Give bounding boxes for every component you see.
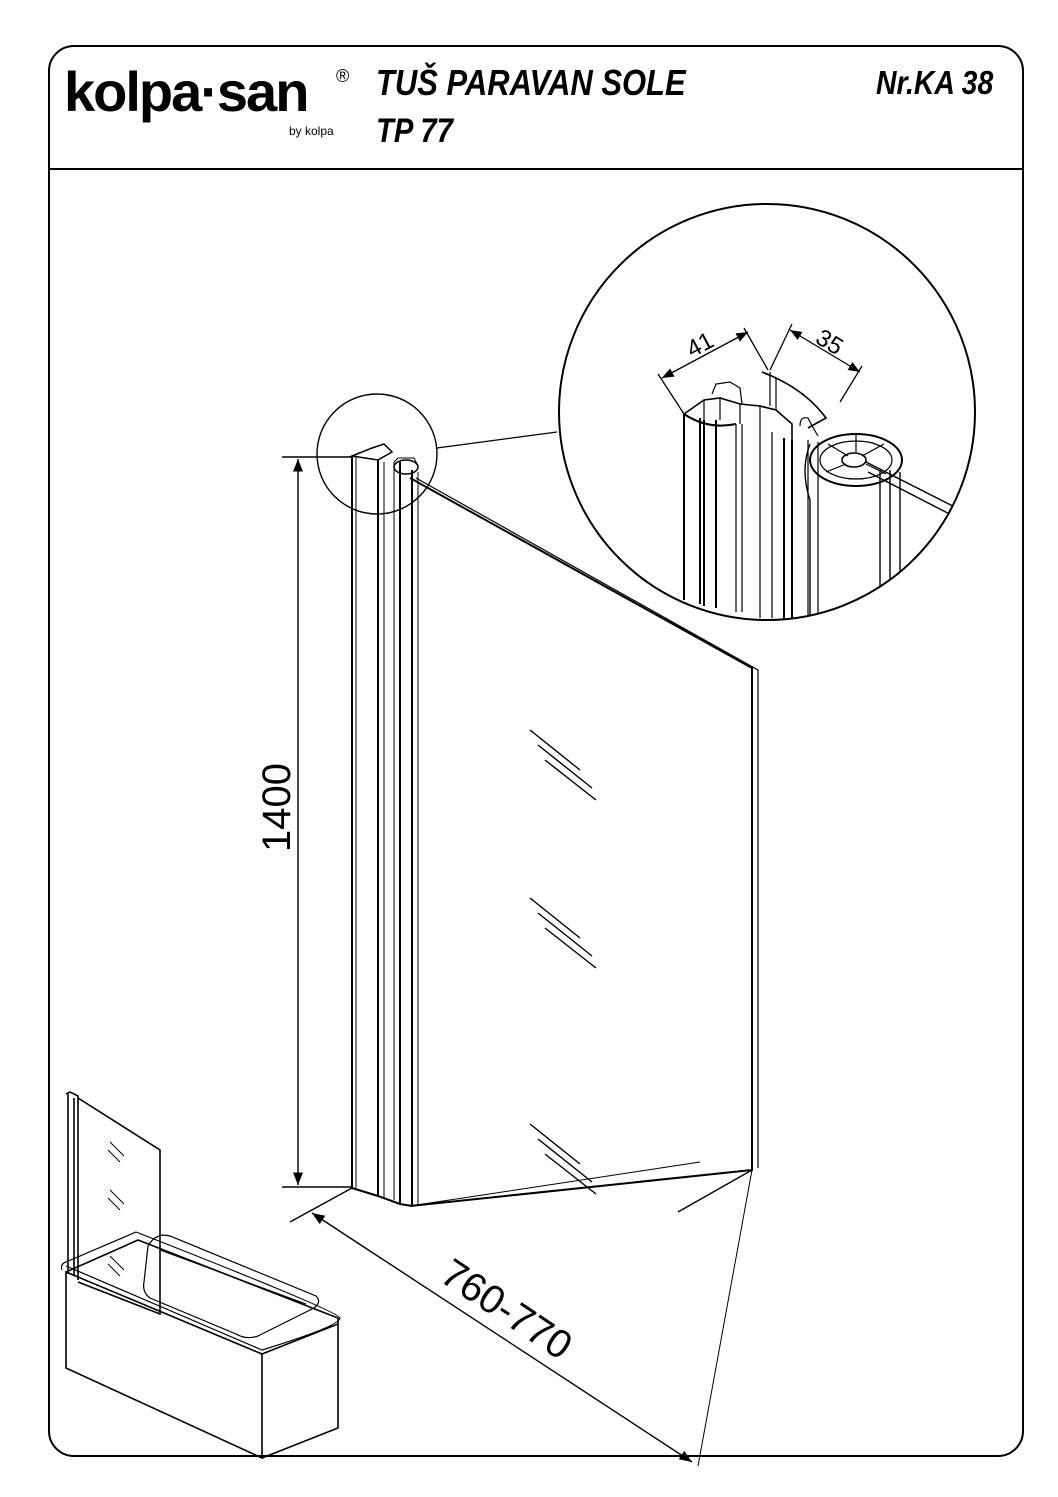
brand-name: kolpa·san [64,60,309,123]
registered-mark: ® [336,66,350,86]
product-code: TP 77 [376,112,453,150]
profile-width-b-label: 35 [811,324,848,361]
width-label: 760-770 [433,1251,580,1369]
height-label: 1400 [255,763,299,852]
product-title: TUŠ PARAVAN SOLE [376,62,686,103]
brand-logo: kolpa·san ® by kolpa [64,60,349,139]
glass-reflection-marks [529,729,597,1195]
profile-dimensions [657,323,863,415]
bathtub-thumbnail [60,1091,341,1460]
glass-panel [409,477,759,1207]
header-divider [50,168,1022,170]
profile-detail [683,371,975,620]
width-dimension [289,1169,753,1467]
wall-profile [349,443,419,1207]
profile-width-a-label: 41 [682,327,718,363]
detail-callout [316,203,976,621]
brand-subtitle: by kolpa [289,124,334,138]
document-number: Nr.KA 38 [876,64,994,101]
